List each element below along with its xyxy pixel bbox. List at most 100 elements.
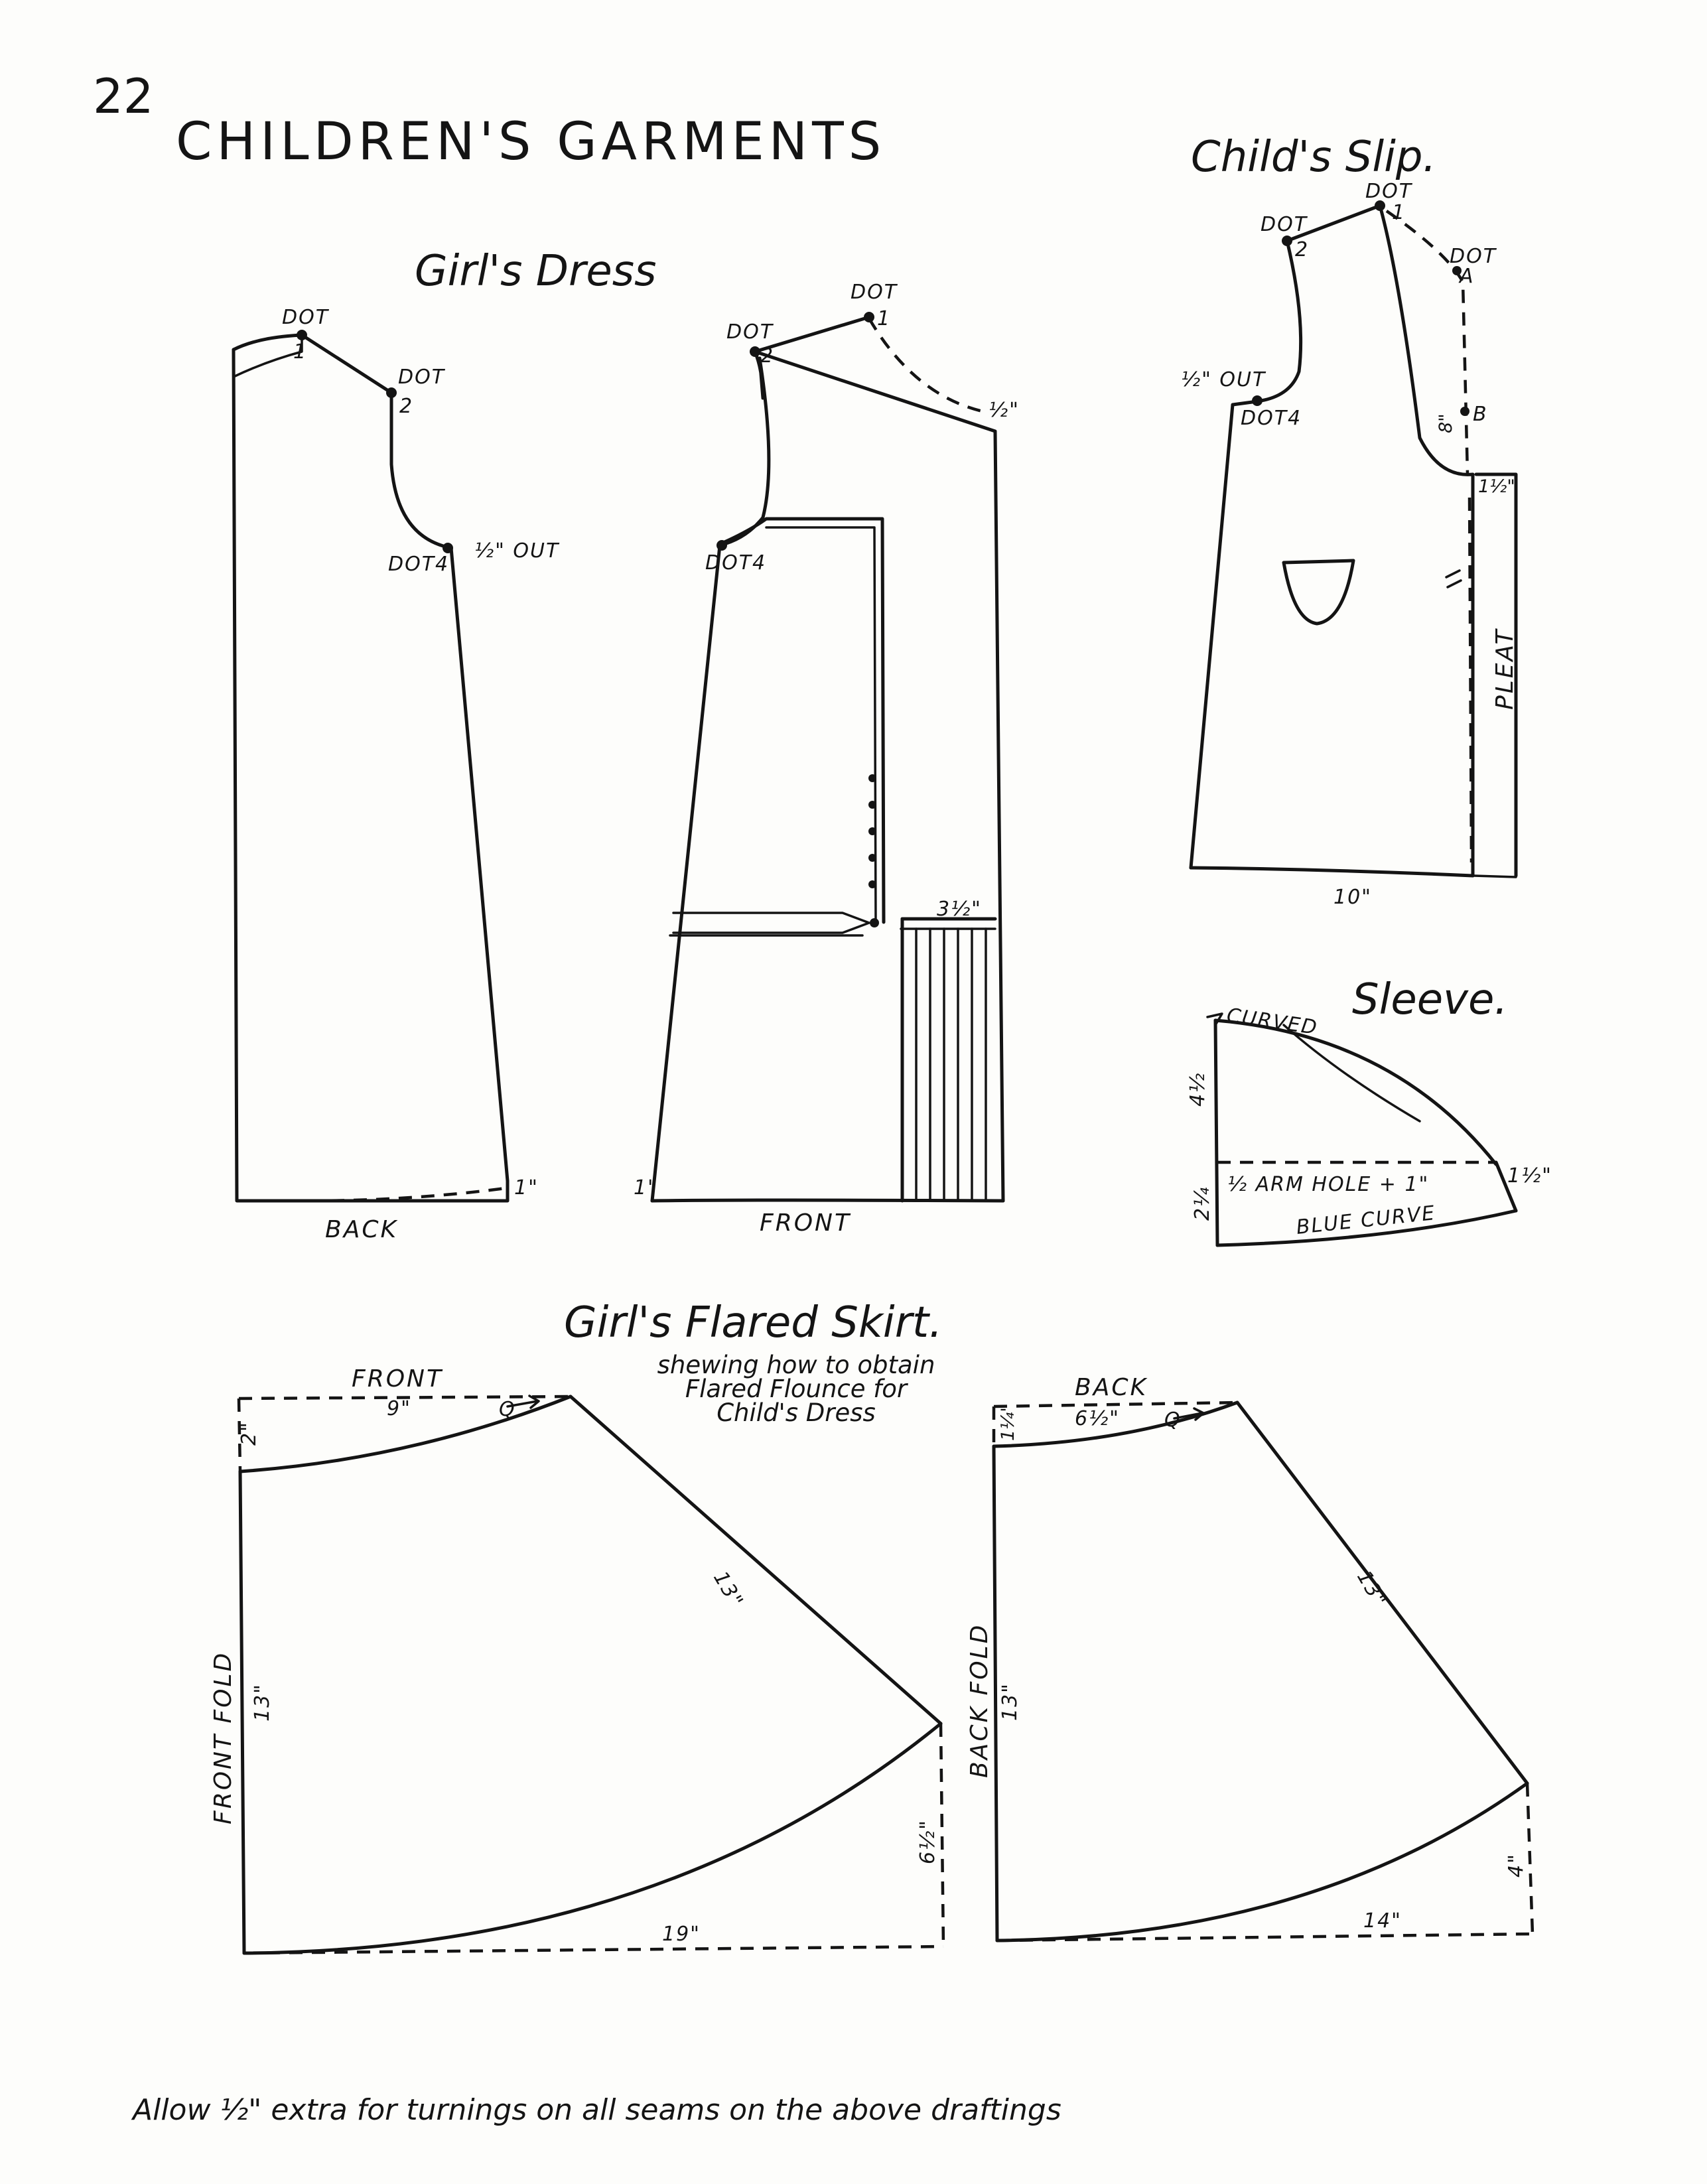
skirt-back-caption: BACK [1075,1374,1148,1401]
slip-dot-b [1460,407,1469,416]
skirt-front-hem [242,1722,943,1955]
skirt-front-fold [238,1469,246,1955]
slip-side-8: 8" [1436,413,1456,433]
back-dot1-number: 1 [293,340,307,364]
back-hem-note: 1" [514,1176,539,1199]
sleeve-lower-label: 2¼ [1191,1186,1214,1221]
front-dot1-number: 1 [877,307,891,330]
front-yoke-outer [721,517,886,924]
skirt-back-right-guide [1525,1783,1535,1935]
girls-dress-front: DOT 1 DOT 2 DOT4 ½" 3½" 1" FRONT [634,281,1020,1237]
front-center-line [753,350,1005,1203]
flared-skirt-subtitle-1: shewing how to obtain [657,1351,935,1379]
front-tab [672,912,870,934]
front-dot1-label: DOT [851,281,898,304]
back-dot-4 [443,543,453,553]
front-pleat-lines [915,927,987,1202]
childs-slip: DOT 1 DOT 2 DOT A B DOT4 ½" OUT 8" 1½" P… [1181,180,1519,909]
front-neck-guide [868,317,989,415]
page-number: 22 [93,68,154,124]
skirt-back-fold-label: BACK FOLD [966,1623,993,1778]
childs-slip-heading: Child's Slip. [1191,133,1436,182]
slip-dot4-label: DOT4 [1241,407,1302,430]
skirt-back-q-arrow [1173,1407,1205,1421]
slip-armhole-note: ½" OUT [1181,368,1266,391]
skirt-front-waist-label: 9" [387,1397,411,1420]
skirt-front-top-label: 2" [238,1421,261,1446]
slip-dotA-label: DOT [1450,245,1497,268]
front-shoulder [753,315,871,354]
front-dot2-number: 2 [760,344,774,368]
slip-side-half: 1½" [1478,476,1515,497]
sleeve-height-label: 4½ [1186,1072,1209,1107]
sleeve-cap-curve [1213,1018,1498,1166]
slip-dot2-label: DOT [1261,213,1308,236]
skirt-back-right-label: 4" [1505,1853,1528,1877]
slip-dotB-letter: B [1473,403,1488,426]
front-button-1 [868,774,876,782]
slip-dot-4 [1252,395,1263,406]
front-dot4-label: DOT4 [705,551,766,575]
flared-skirt-subtitle-3: Child's Dress [717,1399,876,1427]
sleeve-cap-inner [1282,1024,1421,1123]
slip-pleat-fold [1468,497,1473,863]
skirt-front-hem-guide [243,1945,944,1955]
skirt-back-fold-length: 13" [998,1682,1022,1721]
front-button-4 [868,854,876,862]
sleeve-fold [1213,1018,1219,1247]
front-yoke-inner [765,526,877,923]
back-dot-1 [297,330,307,340]
skirt-front-q-arrow [506,1395,540,1409]
slip-side [1189,239,1303,870]
skirt-back-waist-label: 6½" [1075,1407,1120,1430]
skirt-back-top-guide [993,1400,1238,1408]
slip-dot1-number: 1 [1392,201,1406,224]
sleeve-armhole-label: ½ ARM HOLE + 1" [1227,1173,1429,1196]
front-neck-note: ½" [989,399,1020,422]
front-tab-dot [870,918,879,927]
skirt-back-side-label: 13" [1352,1567,1391,1612]
flared-skirt-subtitle-2: Flared Flounce for [685,1375,909,1403]
slip-dot2-number: 2 [1295,238,1309,261]
skirt-front: FRONT 9" Q 2" 13" FRONT FOLD 13" 6½" 19" [210,1365,945,1955]
slip-dot-1 [1375,200,1385,211]
skirt-front-fold-label: FRONT FOLD [210,1651,237,1824]
skirt-front-q-label: Q [499,1398,516,1421]
flared-skirt-heading: Girl's Flared Skirt. [564,1298,942,1347]
sleeve-heading: Sleeve. [1352,975,1508,1024]
skirt-front-side [569,1395,943,1726]
front-button-2 [868,801,876,809]
skirt-front-right-label: 6½" [916,1819,939,1864]
sleeve: CURVED 4½ ½ ARM HOLE + 1" 1½" 2¼ BLUE CU… [1186,1004,1551,1247]
slip-shoulder [1285,204,1382,243]
back-outline-left [232,348,510,1203]
front-button-5 [868,880,876,888]
front-yoke-note: 3½" [937,898,982,921]
skirt-front-waist [238,1395,573,1473]
back-dot-2 [386,387,397,398]
back-dot1-label: DOT [282,306,330,329]
slip-dot-2 [1282,236,1292,246]
front-dot-4 [717,540,727,551]
slip-pocket [1282,559,1355,626]
sleeve-curved-label: CURVED [1225,1004,1320,1040]
back-dot2-label: DOT [398,366,446,389]
skirt-front-fold-length: 13" [251,1683,274,1722]
slip-dotA-letter: A [1458,265,1475,288]
slip-pleat-label: PLEAT [1491,628,1519,710]
back-armhole-note: ½" OUT [474,539,560,563]
skirt-back-hem [995,1781,1529,1943]
slip-dot1-label: DOT [1365,180,1413,203]
skirt-front-left-guide [237,1398,242,1472]
back-dot2-number: 2 [399,395,413,418]
back-caption: BACK [325,1216,398,1243]
slip-notch [1445,569,1462,588]
skirt-front-top-guide [238,1395,571,1400]
slip-cutting-guide [1385,210,1469,475]
slip-dot-a [1452,266,1462,275]
front-dot2-label: DOT [726,320,774,344]
slip-hem-width: 10" [1333,886,1372,909]
back-dot4-label: DOT4 [388,553,449,576]
